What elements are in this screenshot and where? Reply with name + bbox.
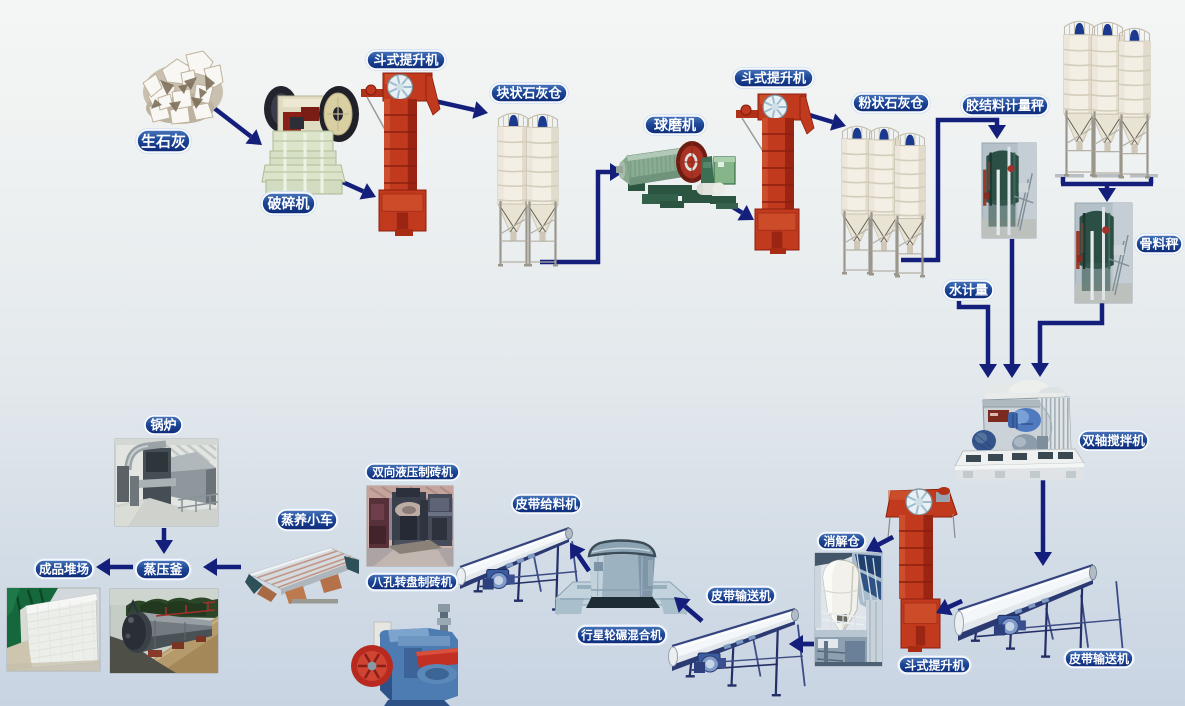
svg-text:行星轮碾混合机: 行星轮碾混合机 — [580, 628, 662, 642]
svg-text:破碎机: 破碎机 — [268, 196, 310, 212]
svg-text:斗式提升机: 斗式提升机 — [741, 71, 806, 86]
svg-text:斗式提升机: 斗式提升机 — [904, 657, 964, 672]
svg-text:骨料秤: 骨料秤 — [1139, 237, 1178, 252]
svg-text:块状石灰仓: 块状石灰仓 — [496, 86, 562, 101]
svg-text:蒸养小车: 蒸养小车 — [281, 513, 333, 528]
svg-text:斗式提升机: 斗式提升机 — [373, 53, 438, 68]
svg-text:粉状石灰仓: 粉状石灰仓 — [858, 96, 924, 111]
svg-text:胶结料计量秤: 胶结料计量秤 — [966, 98, 1044, 113]
svg-text:八孔转盘制砖机: 八孔转盘制砖机 — [371, 575, 453, 589]
svg-text:双向液压制砖机: 双向液压制砖机 — [371, 465, 453, 479]
svg-text:皮带输送机: 皮带输送机 — [710, 588, 771, 603]
svg-text:水计量: 水计量 — [949, 283, 988, 298]
svg-text:消解仓: 消解仓 — [823, 533, 860, 548]
svg-text:皮带输送机: 皮带输送机 — [1068, 651, 1129, 666]
svg-text:生石灰: 生石灰 — [141, 132, 186, 150]
svg-text:双轴搅拌机: 双轴搅拌机 — [1081, 433, 1145, 448]
svg-text:成品堆场: 成品堆场 — [39, 562, 89, 577]
svg-text:蒸压釜: 蒸压釜 — [143, 562, 183, 577]
svg-text:球磨机: 球磨机 — [654, 117, 696, 133]
svg-text:锅炉: 锅炉 — [150, 418, 176, 433]
svg-text:皮带给料机: 皮带给料机 — [514, 497, 578, 512]
